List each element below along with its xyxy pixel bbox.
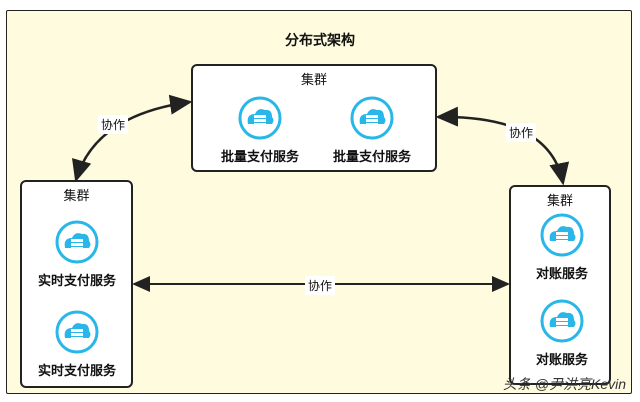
service-node: 对账服务 bbox=[507, 299, 617, 368]
cluster-right: 集群 对账服务 对账服务 bbox=[509, 185, 611, 385]
service-node: 对账服务 bbox=[507, 213, 617, 282]
arrow-top-right bbox=[435, 106, 570, 186]
service-label: 批量支付服务 bbox=[332, 150, 411, 165]
cloud-server-icon bbox=[540, 299, 584, 343]
link-label-top-right: 协作 bbox=[506, 123, 537, 142]
cluster-left: 集群 实时支付服务 实时支付服务 bbox=[20, 180, 133, 388]
cluster-label: 集群 bbox=[63, 189, 90, 204]
cloud-server-icon bbox=[55, 220, 99, 264]
diagram-title: 分布式架构 bbox=[285, 33, 355, 49]
cloud-server-icon bbox=[55, 310, 99, 354]
cluster-top: 集群 批量支付服务 批量支付服务 bbox=[191, 64, 437, 172]
watermark: 头条 @尹洪亮Kevin bbox=[502, 376, 626, 392]
arrow-left-top bbox=[72, 94, 193, 183]
cluster-label: 集群 bbox=[300, 73, 327, 88]
service-node: 实时支付服务 bbox=[22, 220, 132, 289]
link-label-left-right: 协作 bbox=[305, 276, 336, 295]
service-node: 批量支付服务 bbox=[317, 96, 427, 165]
service-node: 实时支付服务 bbox=[22, 310, 132, 379]
service-label: 对账服务 bbox=[535, 267, 588, 282]
cluster-label: 集群 bbox=[546, 194, 573, 209]
service-node: 批量支付服务 bbox=[205, 96, 315, 165]
link-label-left-top: 协作 bbox=[98, 115, 129, 134]
service-label: 批量支付服务 bbox=[220, 150, 299, 165]
service-label: 实时支付服务 bbox=[37, 274, 116, 289]
service-label: 实时支付服务 bbox=[37, 364, 116, 379]
service-label: 对账服务 bbox=[535, 353, 588, 368]
cloud-server-icon bbox=[350, 96, 394, 140]
cloud-server-icon bbox=[238, 96, 282, 140]
cloud-server-icon bbox=[540, 213, 584, 257]
